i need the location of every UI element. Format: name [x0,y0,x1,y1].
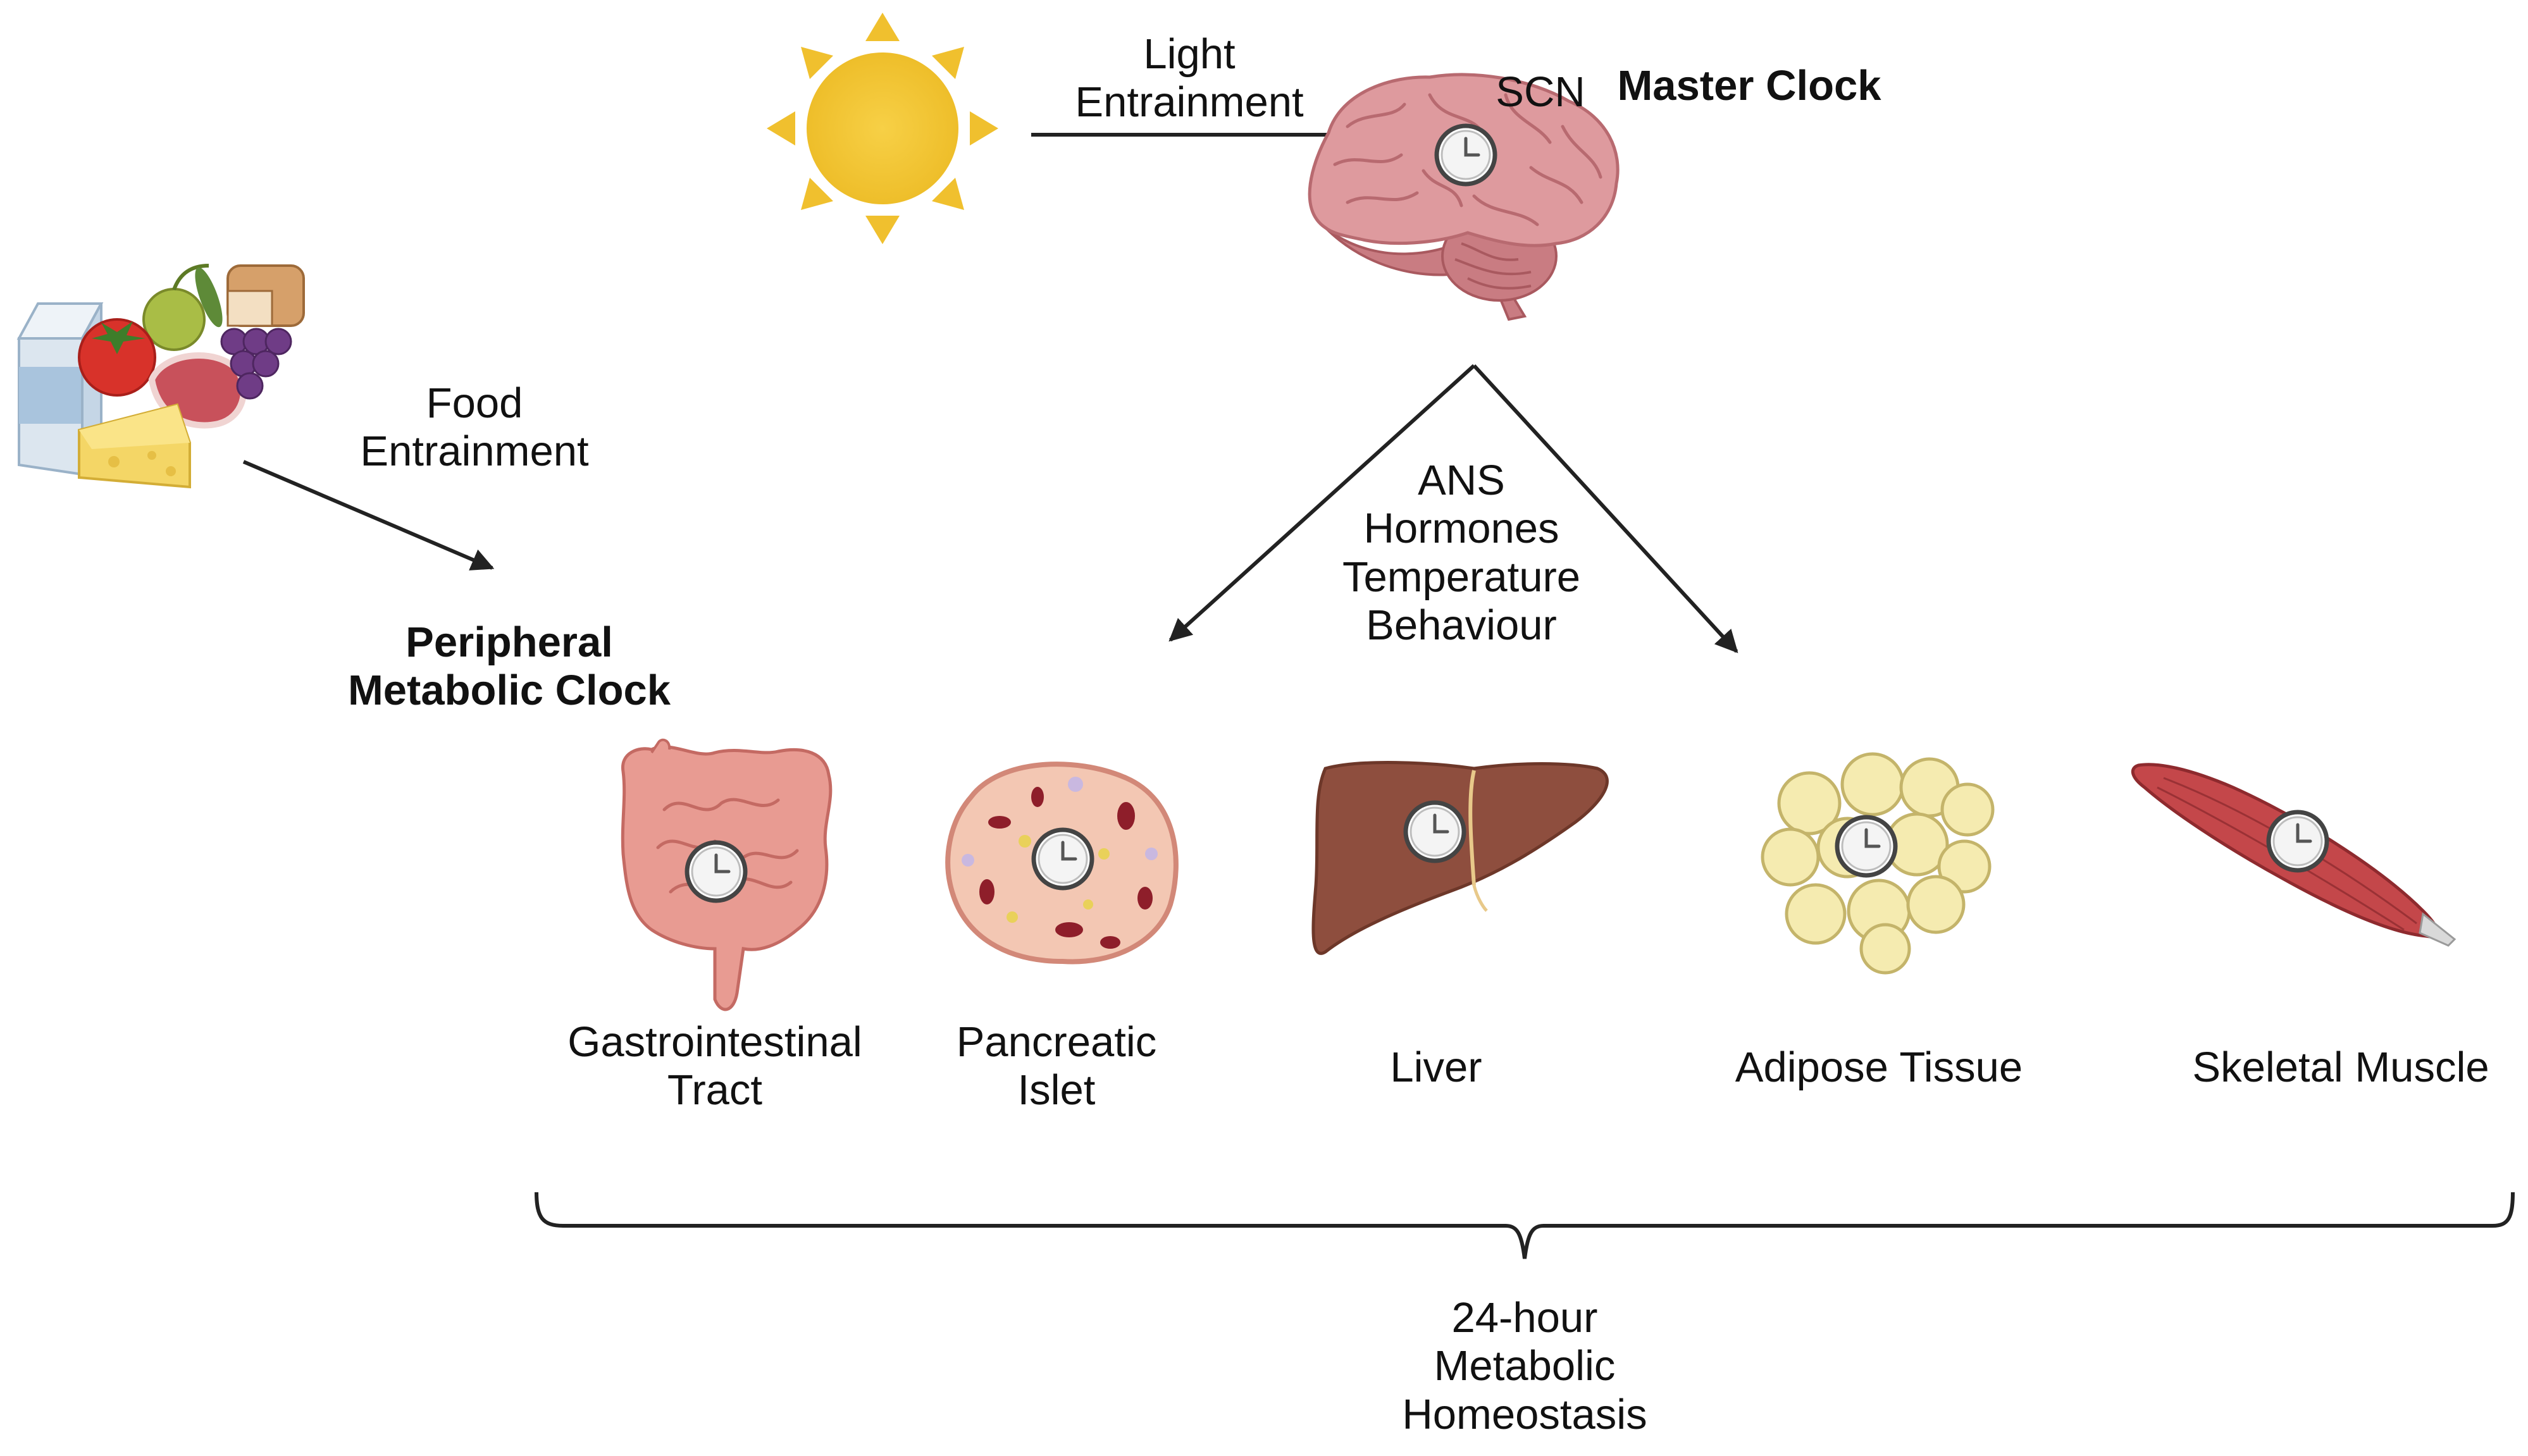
signal-hormones: Hormones [1363,505,1559,553]
organ-label-pancreas: Pancreatic Islet [905,1018,1208,1115]
scn-label: SCN [1496,68,1585,116]
signal-ans: ANS [1418,457,1505,504]
signal-temperature: Temperature [1342,553,1581,601]
organ-label-muscle: Skeletal Muscle [2192,1044,2489,1091]
sun-icon [767,13,998,244]
liver-icon [1311,761,1609,955]
peripheral-clock-line-2: Metabolic Clock [347,667,671,715]
peripheral-clock-line-1: Peripheral [406,619,613,666]
signal-behaviour: Behaviour [1366,602,1557,650]
organ-label-liver: Liver [1390,1044,1482,1091]
light-entrainment-line-1: Light [1143,30,1236,78]
gi-clock-icon [687,842,745,901]
islet-clock-icon [1034,830,1092,888]
master-clock-label: Master Clock [1617,62,1881,109]
organ-label-pancreas-line-1: Pancreatic [956,1018,1157,1066]
light-entrainment-line-2: Entrainment [1075,78,1304,126]
food-entrainment-line-1: Food [426,379,523,427]
food-entrainment-line-2: Entrainment [360,428,589,476]
homeostasis-line-1: 24-hour [1451,1294,1598,1342]
organ-label-gi-line-1: Gastrointestinal [567,1018,862,1066]
peripheral-clock-label: Peripheral Metabolic Clock [329,619,690,715]
homeostasis-line-2: Metabolic [1434,1342,1616,1390]
organ-label-adipose: Adipose Tissue [1735,1044,2023,1091]
systemic-signals-label: ANS Hormones Temperature Behaviour [1310,457,1613,650]
organ-label-pancreas-line-2: Islet [1017,1066,1096,1114]
systemic-signals-arrows [1168,364,1738,653]
homeostasis-label: 24-hour Metabolic Homeostasis [1373,1294,1676,1439]
food-entrainment-arrow [242,460,495,571]
scn-clock-icon [1437,126,1495,184]
food-entrainment-label: Food Entrainment [329,379,620,476]
organ-label-gi-line-2: Tract [667,1066,763,1114]
organ-label-gi: Gastrointestinal Tract [525,1018,905,1115]
grouping-brace [535,1192,2515,1259]
homeostasis-line-3: Homeostasis [1402,1390,1647,1438]
muscle-clock-icon [2269,812,2327,870]
food-group-icon [16,264,305,489]
adipose-clock-icon [1837,817,1895,875]
light-entrainment-label: Light Entrainment [1038,30,1341,127]
liver-clock-icon [1406,803,1464,861]
